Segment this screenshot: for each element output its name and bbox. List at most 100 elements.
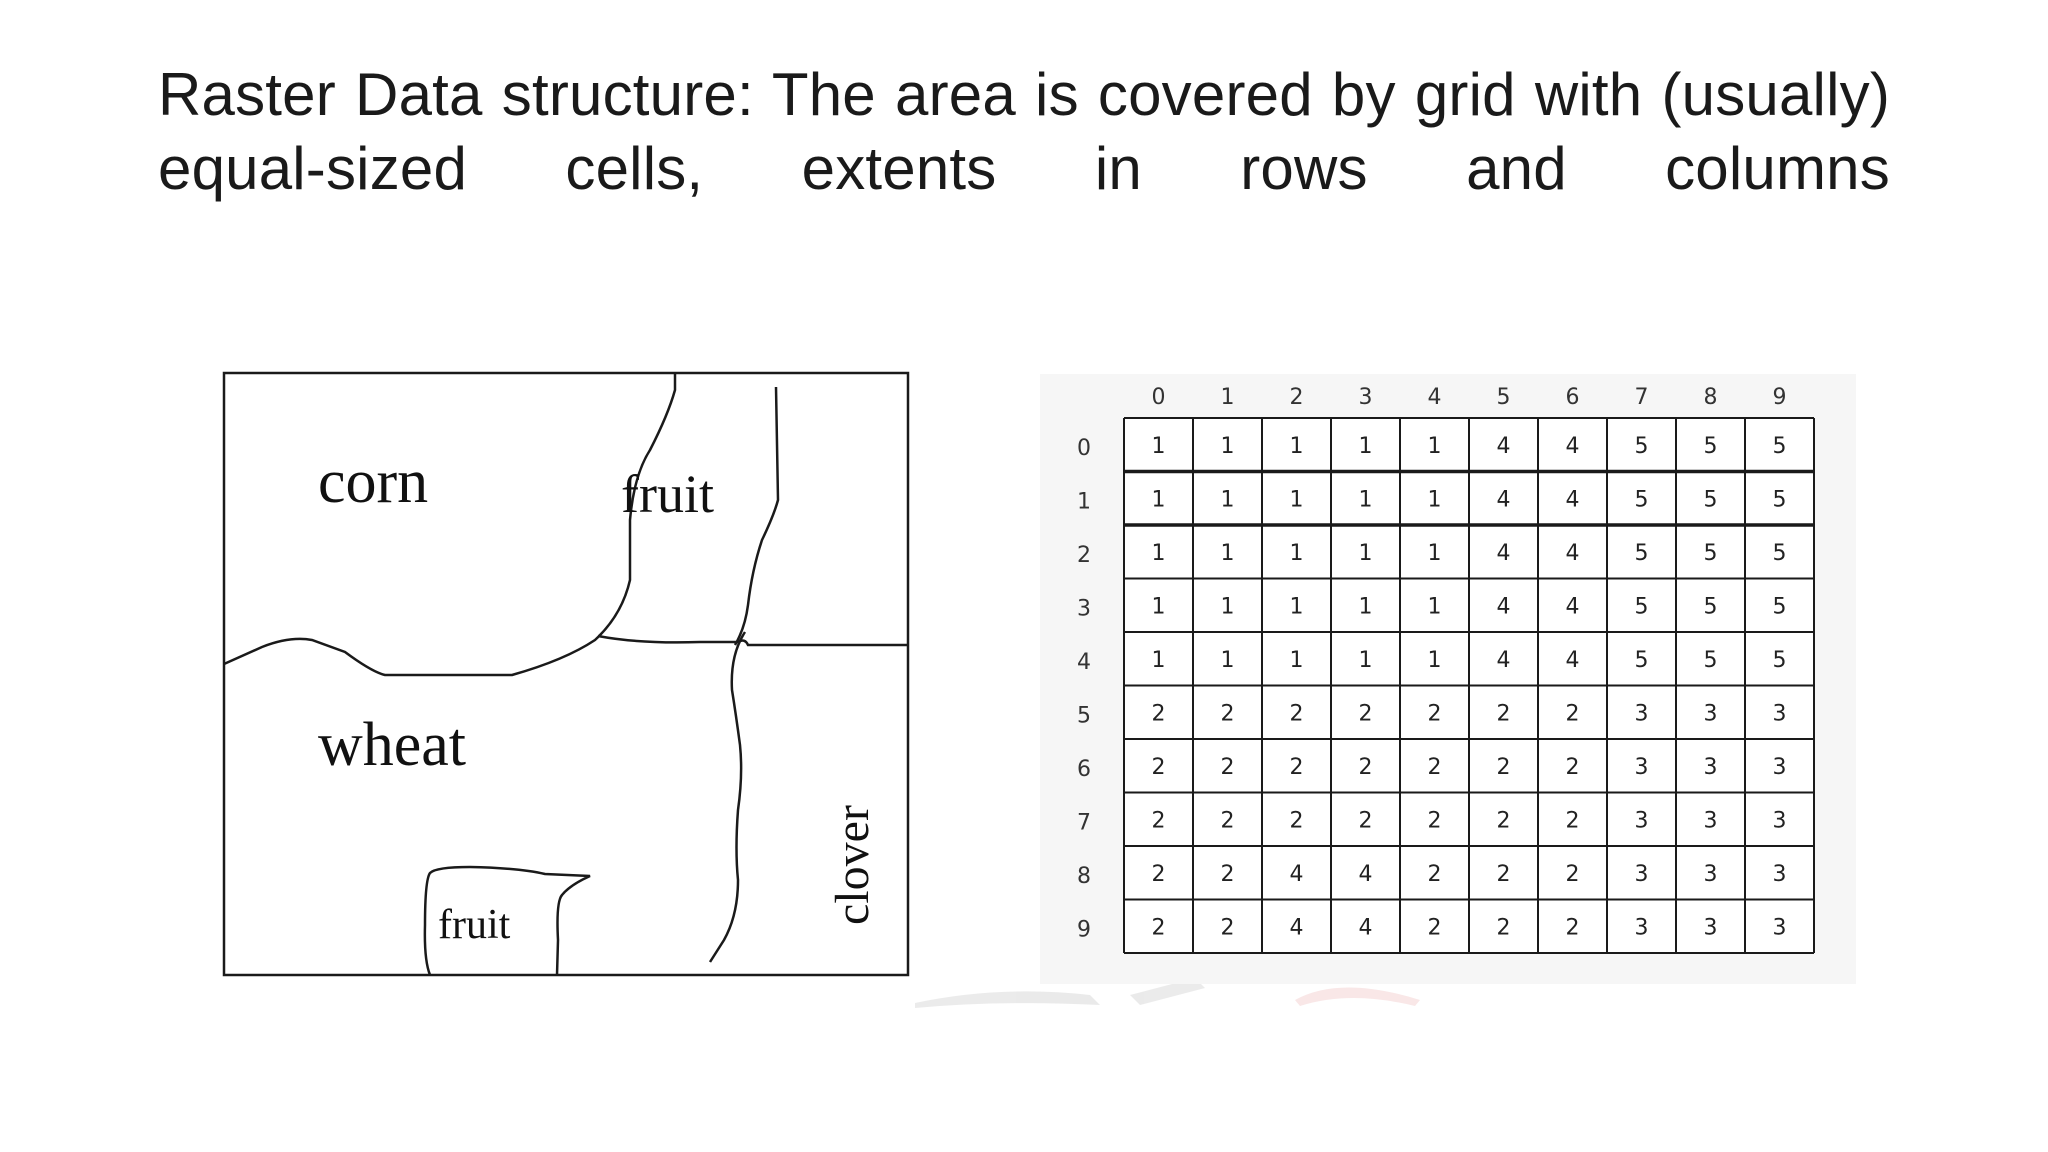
grid-cell-value: 4 xyxy=(1497,434,1511,459)
title-word: cells, xyxy=(565,135,704,202)
grid-cell-value: 3 xyxy=(1704,701,1718,726)
grid-cell-value: 1 xyxy=(1359,541,1373,566)
grid-cell-value: 2 xyxy=(1428,808,1442,833)
row-header: 9 xyxy=(1077,917,1091,942)
grid-cell-value: 4 xyxy=(1290,862,1304,887)
grid-cell-value: 2 xyxy=(1152,808,1166,833)
grid-cell-value: 4 xyxy=(1566,648,1580,673)
grid-cell-value: 5 xyxy=(1704,434,1718,459)
grid-cell-value: 2 xyxy=(1221,701,1235,726)
grid-cell-value: 2 xyxy=(1359,701,1373,726)
grid-cell-value: 1 xyxy=(1221,594,1235,619)
grid-cell-value: 2 xyxy=(1566,808,1580,833)
grid-cell-value: 4 xyxy=(1497,648,1511,673)
grid-cell-value: 4 xyxy=(1566,594,1580,619)
grid-cell-value: 2 xyxy=(1152,755,1166,780)
column-header: 9 xyxy=(1773,385,1787,410)
label-fruit-top: fruit xyxy=(621,464,714,524)
grid-cell-value: 2 xyxy=(1566,701,1580,726)
grid-cell-value: 2 xyxy=(1221,862,1235,887)
grid-cell-value: 3 xyxy=(1704,915,1718,940)
grid-cell-value: 5 xyxy=(1773,594,1787,619)
row-header: 4 xyxy=(1077,650,1091,675)
grid-cell-value: 5 xyxy=(1704,648,1718,673)
grid-cell-value: 1 xyxy=(1428,487,1442,512)
grid-cell-value: 3 xyxy=(1773,915,1787,940)
title-word: extents xyxy=(801,135,997,202)
grid-cell-value: 4 xyxy=(1566,434,1580,459)
grid-cell-value: 2 xyxy=(1566,755,1580,780)
column-header: 1 xyxy=(1221,385,1235,410)
grid-cell-value: 2 xyxy=(1497,915,1511,940)
grid-cell-value: 2 xyxy=(1566,862,1580,887)
grid-cell-value: 5 xyxy=(1773,487,1787,512)
grid-cell-value: 4 xyxy=(1359,862,1373,887)
grid-cell-value: 5 xyxy=(1773,648,1787,673)
grid-cell-value: 2 xyxy=(1497,808,1511,833)
row-header: 5 xyxy=(1077,703,1091,728)
grid-cell-value: 5 xyxy=(1773,541,1787,566)
grid-cell-value: 1 xyxy=(1428,434,1442,459)
grid-cell-value: 2 xyxy=(1359,755,1373,780)
slide-title: Raster Data structure: The area is cover… xyxy=(158,58,1890,206)
grid-cell-value: 3 xyxy=(1773,862,1787,887)
grid-cell-value: 2 xyxy=(1152,915,1166,940)
grid-cell-value: 1 xyxy=(1152,487,1166,512)
grid-cell-value: 1 xyxy=(1221,648,1235,673)
column-header: 3 xyxy=(1359,385,1373,410)
grid-cell-value: 2 xyxy=(1359,808,1373,833)
boundary-wheat-clover xyxy=(708,631,747,963)
grid-cell-value: 5 xyxy=(1704,487,1718,512)
grid-cell-value: 1 xyxy=(1290,541,1304,566)
grid-cell-value: 2 xyxy=(1566,915,1580,940)
grid-cell-value: 1 xyxy=(1359,648,1373,673)
grid-cell-value: 4 xyxy=(1497,594,1511,619)
grid-cell-value: 2 xyxy=(1221,755,1235,780)
row-header: 8 xyxy=(1077,864,1091,889)
grid-cell-value: 5 xyxy=(1773,434,1787,459)
grid-cell-value: 2 xyxy=(1290,755,1304,780)
title-line-1: Raster Data structure: The area is cover… xyxy=(158,61,1890,128)
column-header: 0 xyxy=(1152,385,1166,410)
grid-cell-value: 4 xyxy=(1290,915,1304,940)
title-word: equal-sized xyxy=(158,135,468,202)
grid-cell-value: 3 xyxy=(1635,808,1649,833)
grid-cell-value: 1 xyxy=(1290,648,1304,673)
row-header: 7 xyxy=(1077,810,1091,835)
grid-cell-value: 5 xyxy=(1635,487,1649,512)
grid-cell-value: 2 xyxy=(1290,701,1304,726)
grid-cell-value: 3 xyxy=(1635,701,1649,726)
grid-cell-value: 1 xyxy=(1428,648,1442,673)
grid-cell-value: 4 xyxy=(1497,487,1511,512)
grid-cell-value: 2 xyxy=(1428,915,1442,940)
grid-cell-value: 1 xyxy=(1152,434,1166,459)
grid-cell-value: 2 xyxy=(1290,808,1304,833)
boundary-fruit-top xyxy=(597,634,738,644)
boundary-corn-wheat xyxy=(223,373,677,677)
title-word: in xyxy=(1094,135,1142,202)
grid-cell-value: 3 xyxy=(1773,808,1787,833)
grid-cell-value: 5 xyxy=(1704,594,1718,619)
label-wheat: wheat xyxy=(318,711,466,779)
boundary-right-upper xyxy=(733,386,780,646)
row-header: 3 xyxy=(1077,596,1091,621)
grid-cell-value: 5 xyxy=(1635,541,1649,566)
grid-cell-value: 1 xyxy=(1290,594,1304,619)
watermark-smear xyxy=(915,978,1420,1008)
column-header: 4 xyxy=(1428,385,1442,410)
row-header: 0 xyxy=(1077,436,1091,461)
grid-cell-value: 1 xyxy=(1428,541,1442,566)
grid-cell-value: 1 xyxy=(1221,541,1235,566)
grid-cell-value: 3 xyxy=(1704,862,1718,887)
grid-cell-value: 2 xyxy=(1221,915,1235,940)
grid-cell-value: 1 xyxy=(1359,434,1373,459)
grid-cell-value: 4 xyxy=(1566,487,1580,512)
grid-cell-value: 5 xyxy=(1635,648,1649,673)
title-word: columns xyxy=(1665,135,1890,202)
grid-cell-value: 4 xyxy=(1497,541,1511,566)
grid-cell-value: 3 xyxy=(1773,701,1787,726)
grid-cell-value: 1 xyxy=(1359,487,1373,512)
